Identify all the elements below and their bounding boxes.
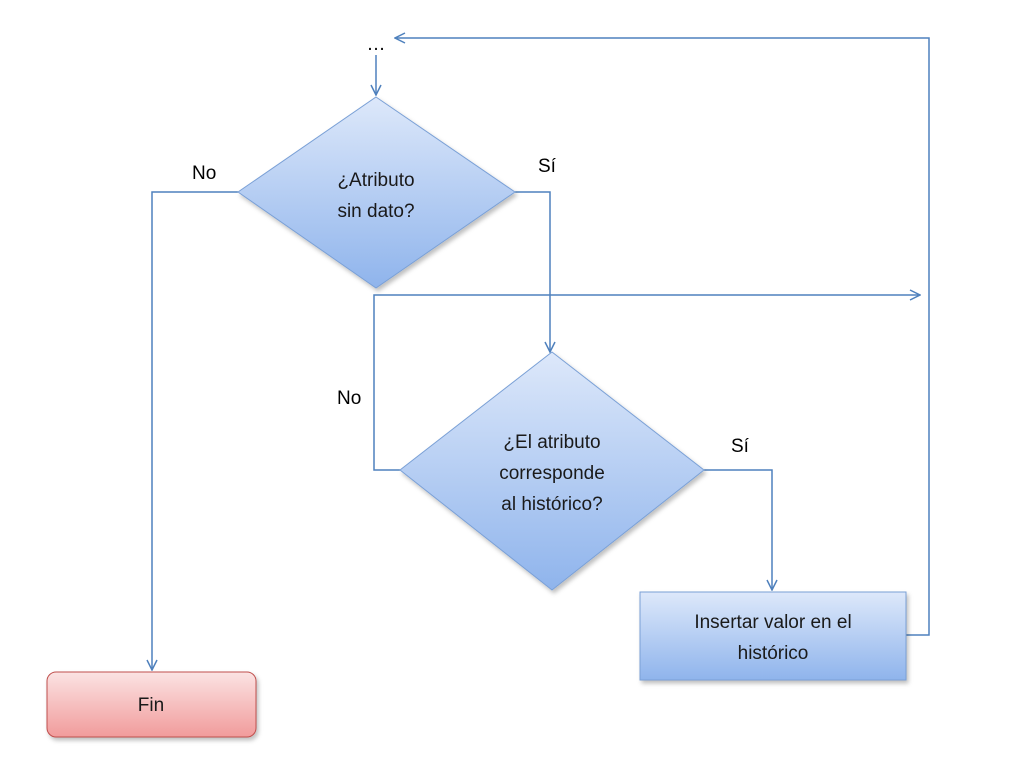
start-ellipsis: … [367,34,386,55]
decision1-text-line1: ¿Atributo [337,170,414,191]
decision2-yes-label: Sí [731,436,750,457]
connector-process-loop-to-start [395,38,930,636]
end-terminator: Fin [46,671,257,738]
connector-decision1-no-to-fin [152,191,238,670]
decision2-text-line1: ¿El atributo [503,432,600,453]
decision1-diamond [237,96,516,289]
process-insert-value: Insertar valor en el histórico [639,591,907,681]
process-text-line2: histórico [738,643,809,664]
end-box [46,671,257,738]
decision2-text-line3: al histórico? [501,494,602,515]
decision1-yes-label: Sí [538,156,557,177]
decision2-diamond [399,351,705,591]
end-label: Fin [138,695,164,716]
connector-decision2-yes-to-process [704,469,772,590]
process-text-line1: Insertar valor en el [694,612,851,633]
connector-decision1-yes-to-decision2 [515,191,550,352]
decision-attribute-missing: ¿Atributo sin dato? [237,96,516,289]
decision-matches-history: ¿El atributo corresponde al histórico? [399,351,705,591]
connector-decision2-no-loop [373,295,920,471]
decision2-no-label: No [337,388,361,409]
decision2-text-line2: corresponde [499,463,605,484]
decision1-no-label: No [192,163,216,184]
process-box [639,591,907,681]
decision1-text-line2: sin dato? [337,201,414,222]
